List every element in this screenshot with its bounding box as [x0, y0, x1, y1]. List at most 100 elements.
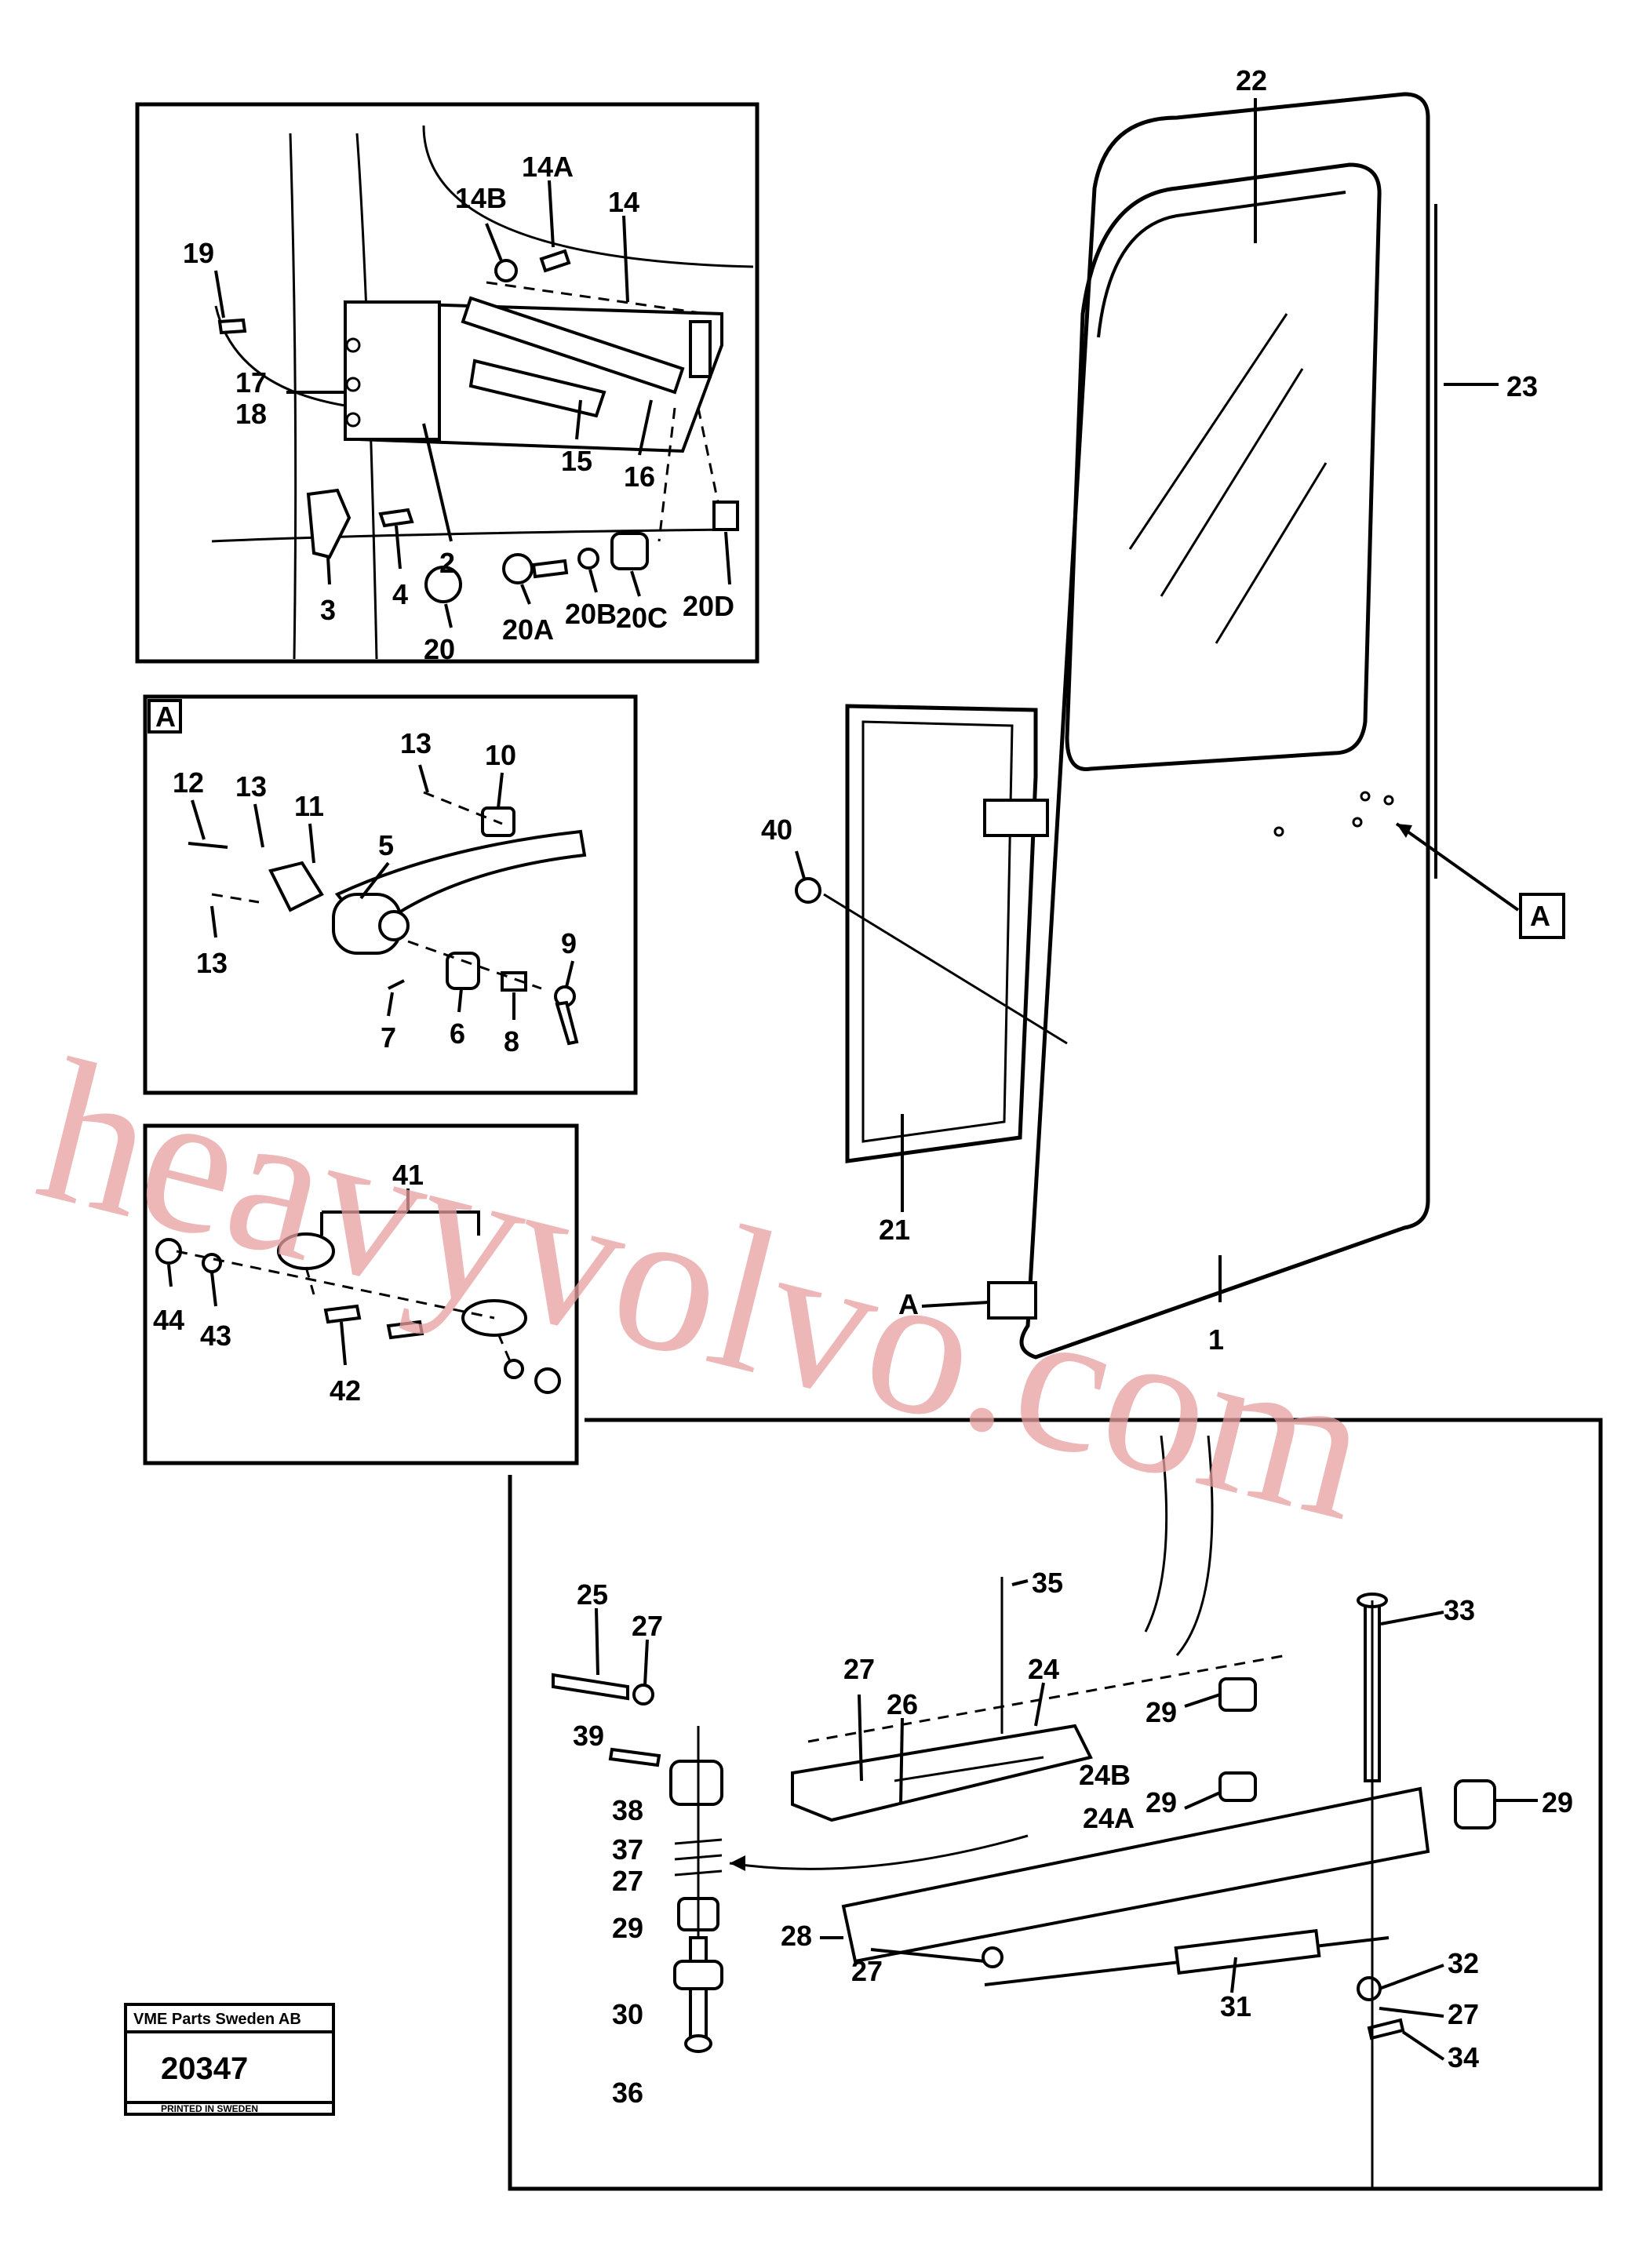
background-curve [1175, 1435, 1214, 1656]
frame-curve [422, 125, 754, 268]
leader [214, 270, 225, 319]
washer-27-lower [982, 1946, 1003, 1968]
leader [858, 1694, 863, 1782]
assembly-line [407, 940, 542, 990]
callout-label: 33 [1444, 1594, 1475, 1626]
leader [210, 1272, 217, 1307]
callout-label: 25 [577, 1578, 608, 1611]
callout-label: 15 [561, 445, 592, 477]
callout-label: 36 [612, 2077, 643, 2109]
callout-label: 13 [196, 947, 228, 979]
callout-label: 29 [612, 1912, 643, 1944]
callout-label: 19 [183, 237, 214, 269]
leader [167, 1264, 173, 1287]
callout-label: 31 [1220, 1990, 1251, 2022]
leader [622, 215, 629, 303]
lock-handle [468, 359, 606, 418]
detail-a-frame [143, 694, 638, 1095]
callout-label: 11 [294, 790, 324, 822]
leader [359, 861, 390, 900]
gas-spring-31 [1174, 1928, 1321, 1975]
callout-label: 14B [455, 182, 507, 214]
washer-20b [577, 548, 599, 570]
callout-label: 30 [612, 1998, 643, 2030]
direction-arc [729, 1834, 1029, 1870]
callout-label: 27 [1448, 1998, 1479, 2030]
leader [724, 531, 731, 585]
callout-label: 20C [616, 602, 668, 634]
nut-20a [502, 553, 534, 584]
callout-label: 27 [851, 1955, 883, 1987]
leader [1379, 1964, 1444, 1990]
callout-label: 24 [1028, 1653, 1059, 1685]
handle-boss [378, 910, 410, 941]
bushing-20c [610, 532, 649, 570]
detail-a-pointer-head [1397, 824, 1412, 838]
bushing-29-side [1454, 1779, 1496, 1829]
leader [1184, 1791, 1221, 1810]
leader [899, 1717, 904, 1805]
cotter-34 [1367, 2018, 1405, 2040]
callout-label: 34 [1448, 2041, 1479, 2073]
callout-label: 6 [450, 1018, 465, 1050]
arm-28 [841, 1786, 1430, 1964]
assembly-line [176, 1250, 495, 1320]
hinge-detail-panel: 41 44 43 42 [143, 1123, 579, 1465]
stamp-number: 20347 [161, 2051, 248, 2086]
leader [638, 399, 653, 456]
spacer-8 [501, 971, 527, 992]
pin-12 [188, 842, 228, 849]
callout-label: 2 [439, 547, 455, 579]
callout-label: 20D [683, 590, 734, 622]
door-stay-panel: 25 27 35 33 27 26 24 29 39 24B 29 38 24A… [508, 1418, 1603, 2191]
callout-label: 27 [632, 1610, 663, 1642]
clip-20d [712, 501, 739, 531]
direction-arrow-head [730, 1855, 745, 1871]
callout-label: A [898, 1288, 919, 1320]
leader [191, 799, 206, 840]
pin-39 [608, 1747, 661, 1767]
callout-label: 29 [1146, 1696, 1177, 1728]
background-dash [807, 1654, 1288, 1743]
leader [520, 584, 531, 605]
glass-reflection [1128, 313, 1288, 550]
screw-4 [378, 508, 414, 528]
leader [444, 603, 453, 628]
leader [210, 905, 217, 938]
pin-7 [388, 979, 405, 990]
background-curve [1144, 1435, 1168, 1633]
hinge-lower [987, 1281, 1037, 1320]
assembly-line [697, 407, 719, 503]
leader [1380, 1611, 1444, 1625]
assembly-line [304, 1266, 315, 1295]
leader [921, 1301, 989, 1308]
washer-32 [1357, 1976, 1382, 2001]
cylinder-6 [446, 952, 480, 990]
leader [457, 988, 463, 1013]
callout-label: 24B [1079, 1759, 1131, 1791]
leader [485, 223, 504, 264]
callout-label: 10 [485, 739, 516, 771]
callout-label: 20B [565, 598, 617, 630]
leader [1401, 2030, 1445, 2061]
callout-label: 20 [424, 633, 455, 665]
inner-panel-21-edge [861, 720, 1014, 1143]
leader [643, 1639, 649, 1686]
watermark: heavyvolvo.com [20, 1017, 1389, 1564]
callout-label: 13 [235, 770, 267, 803]
leader [340, 1321, 347, 1366]
leader [422, 423, 453, 542]
callout-label: 38 [612, 1794, 643, 1826]
lock-bracket [689, 320, 712, 378]
screw-hole [1360, 791, 1371, 802]
bolt-25 [552, 1673, 629, 1701]
callout-label: 35 [1032, 1567, 1063, 1599]
key-9 [555, 1000, 579, 1046]
stamp-frame [124, 2003, 335, 2116]
callout-label: 12 [173, 766, 204, 799]
leader [565, 960, 574, 988]
bushing-29-upper [1218, 1677, 1257, 1712]
callout-label: A [1530, 900, 1550, 932]
leader [326, 556, 331, 585]
